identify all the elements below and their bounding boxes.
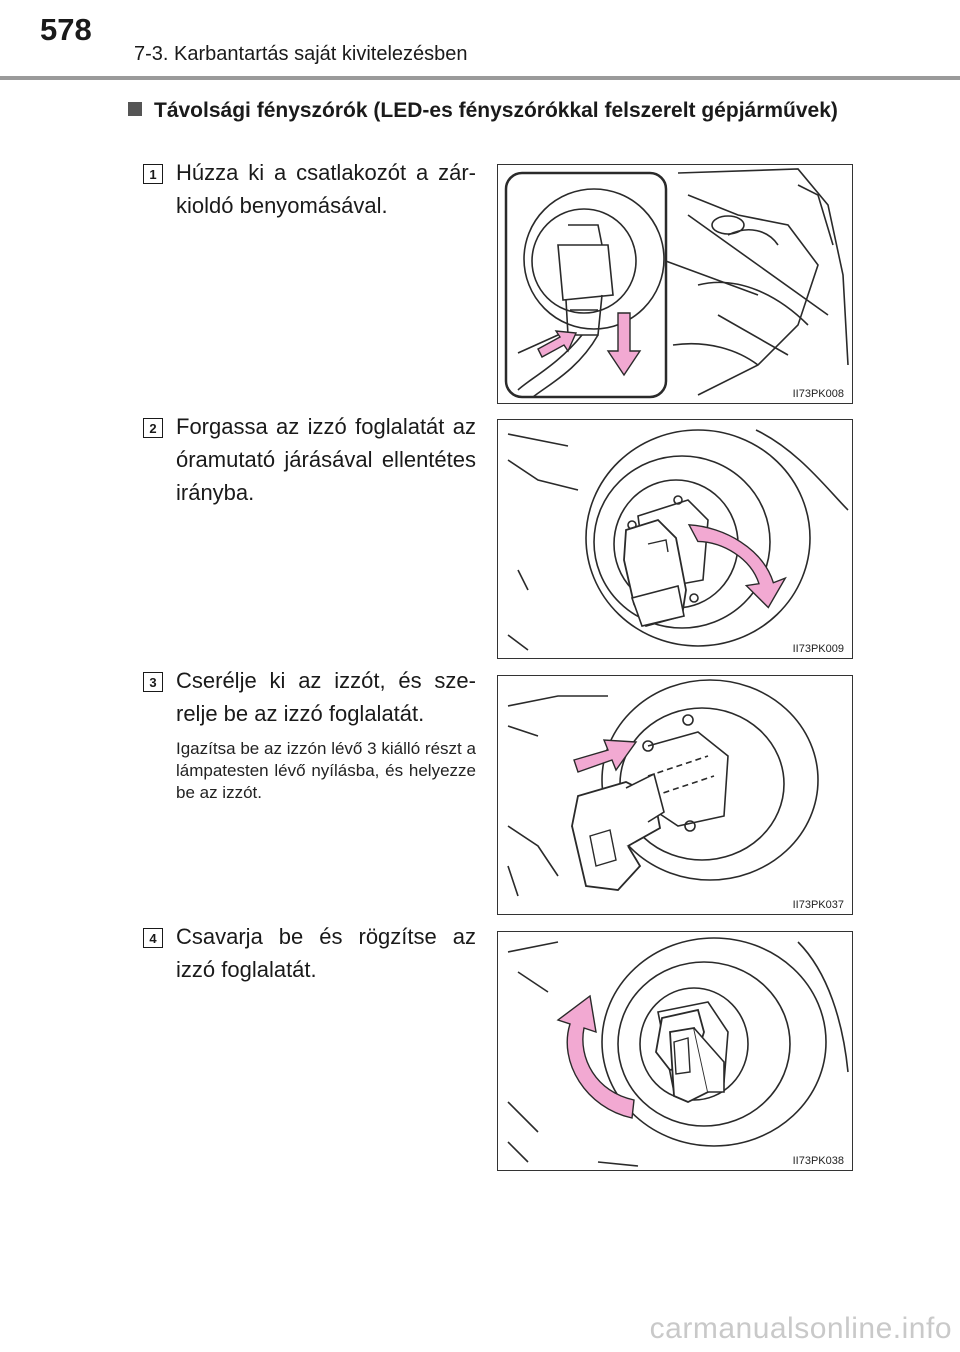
connector-illustration bbox=[504, 168, 849, 399]
step-number-2: 2 bbox=[143, 418, 163, 438]
figure-secure-socket: II73PK038 bbox=[497, 931, 853, 1171]
step-text-2: Forgassa az izzó foglalatát az óramutató… bbox=[176, 414, 476, 505]
section-title: Távolsági fényszórók (LED-es fényszórókk… bbox=[154, 99, 838, 122]
step-text-4: Csavarja be és rögzítse az izzó foglalat… bbox=[176, 924, 476, 982]
figure-unplug-connector: II73PK008 bbox=[497, 164, 853, 404]
step-number-1: 1 bbox=[143, 164, 163, 184]
step-number-3: 3 bbox=[143, 672, 163, 692]
page-number: 578 bbox=[40, 12, 92, 47]
replace-bulb-illustration bbox=[507, 679, 819, 897]
step-number-4: 4 bbox=[143, 928, 163, 948]
figure-code-3: II73PK037 bbox=[792, 899, 844, 911]
figure-code-2: II73PK009 bbox=[792, 643, 844, 655]
watermark: carmanualsonline.info bbox=[649, 1312, 952, 1345]
rotate-socket-illustration bbox=[507, 429, 849, 651]
header-divider bbox=[0, 76, 960, 80]
step-text-1: Húzza ki a csatlakozót a zár­kioldó beny… bbox=[176, 160, 476, 218]
step-text-3: Cserélje ki az izzót, és sze­relje be az… bbox=[176, 668, 476, 726]
secure-socket-illustration bbox=[507, 937, 849, 1167]
figure-code-1: II73PK008 bbox=[792, 388, 844, 400]
figure-code-4: II73PK038 bbox=[792, 1155, 844, 1167]
figure-rotate-socket: II73PK009 bbox=[497, 419, 853, 659]
figure-replace-bulb: II73PK037 bbox=[497, 675, 853, 915]
step-note-3: Igazítsa be az izzón lévő 3 kiálló részt… bbox=[176, 739, 476, 802]
square-bullet-icon bbox=[128, 102, 142, 116]
section-heading: Távolsági fényszórók (LED-es fényszórókk… bbox=[128, 94, 858, 128]
chapter-title: 7-3. Karbantartás saját kivitelezésben bbox=[134, 43, 468, 65]
